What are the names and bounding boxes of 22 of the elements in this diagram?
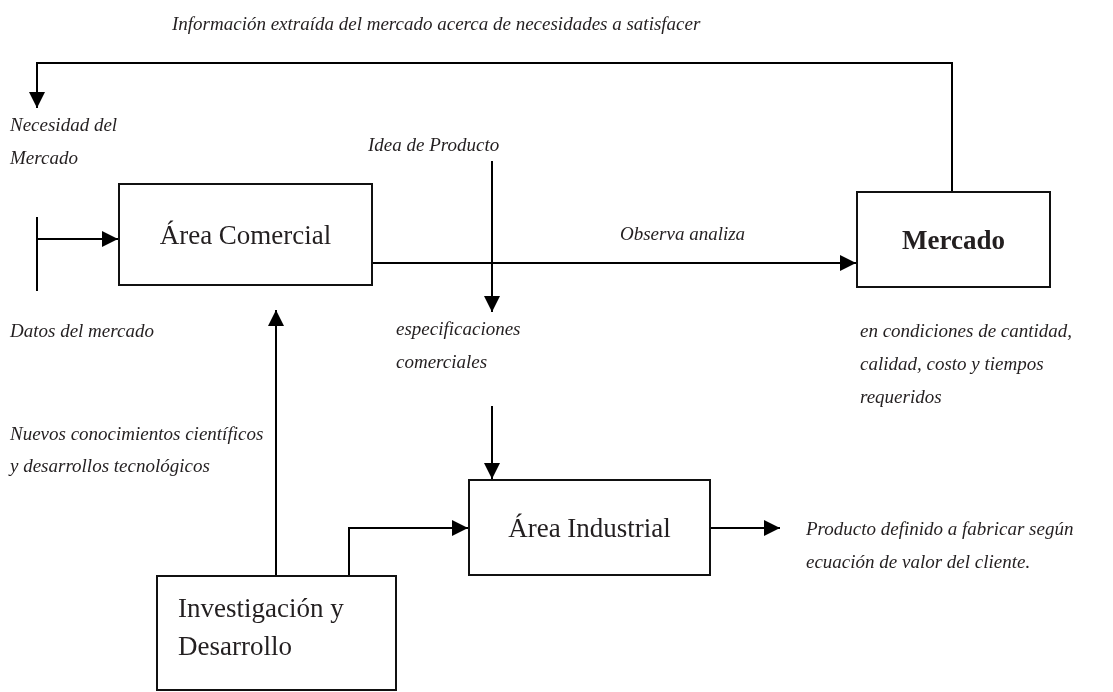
arrow (484, 405, 500, 480)
node-text: Necesidad del Mercado (10, 113, 119, 170)
arrow (29, 62, 953, 192)
process-box (118, 183, 373, 286)
box-label: Mercado (901, 223, 1006, 257)
arrow (268, 309, 284, 576)
process-box (856, 191, 1051, 288)
arrow (484, 160, 500, 313)
arrow (710, 520, 781, 536)
box-label: Investigación y Desarrollo (178, 592, 345, 663)
arrow (348, 520, 469, 576)
process-box (156, 575, 397, 691)
node-text: Idea de Producto (368, 133, 501, 157)
box-label: Área Comercial (158, 218, 333, 252)
arrow (36, 231, 119, 247)
node-text: especificaciones comerciales (396, 317, 522, 374)
process-box (468, 479, 711, 576)
box-label: Área Industrial (507, 511, 672, 545)
node-text: Producto definido a fabricar según ecuación de valor del cliente. (806, 517, 1075, 574)
annotation-text: en condiciones de cantidad, calidad, costo y tiempos requeridos (860, 319, 1074, 409)
arrow (372, 255, 857, 271)
annotation-text: Datos del mercado (10, 319, 155, 343)
